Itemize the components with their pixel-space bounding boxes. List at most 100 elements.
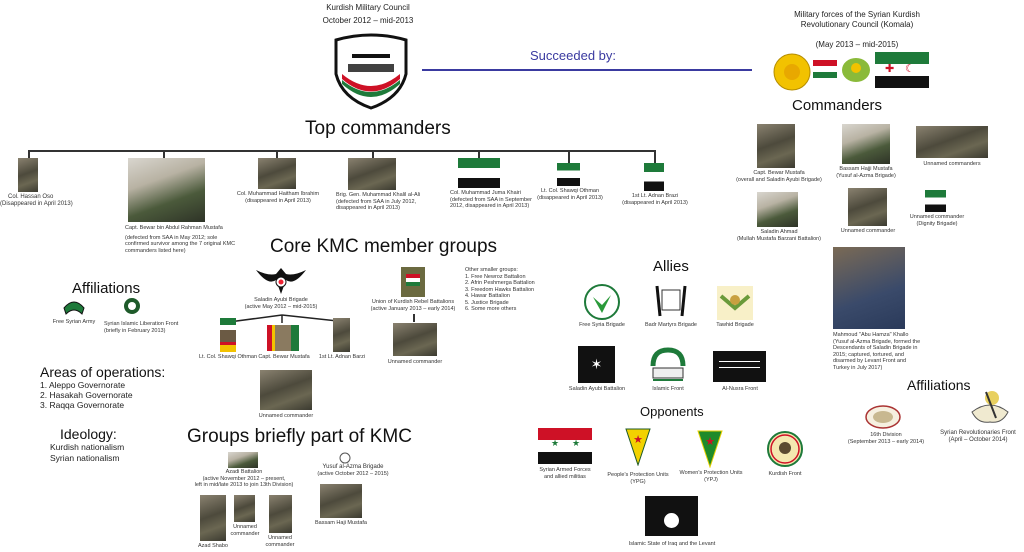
free-syrian-army-logo [63,301,85,315]
other-groups-title: Other smaller groups: [465,267,518,273]
commander-photo [842,124,890,164]
ally-caption: Badr Martyrs Brigade [638,322,704,329]
affiliation-name: Syrian Revolutionaries Front [940,430,1016,436]
syrian-revolutionaries-front-logo [971,391,1009,423]
commander-note: (Disappeared in April 2013) [0,201,73,207]
ideology-heading: Ideology: [60,426,117,442]
unnamed-commander-caption: Unnamed commander [387,359,443,365]
affiliation-caption: Syrian Islamic Liberation Front (briefly… [104,321,192,334]
connector [654,150,656,163]
commander-photo [848,188,887,226]
commander-caption: Unnamed commanders [912,161,992,168]
cross-icon: ✚ [885,63,895,75]
commander-caption: Unnamed commander (Dignity Brigade) [903,214,971,227]
commander-name: Mahmoud "Abu Hamza" Khallo [833,332,909,338]
member-photo [234,495,255,522]
komala-emblem [773,53,811,91]
unnamed-commander-photo [260,370,312,410]
commander-caption: Col. Muhammad Haitham Ibrahim (disappear… [230,191,326,204]
al-nusra-front-logo [713,351,766,382]
commander-name: Brig. Gen. Muhammad Khalil al-Ali [336,192,421,198]
member-caption: Capt. Bewar Mustafa [256,354,312,361]
commander-name: Saladin Ahmad [760,229,798,235]
kmc-emblem [334,33,408,110]
commander-name: Col. Muhammad Juma Khairi [450,190,521,196]
commander-name: Lt. Col. Shawqi Othman [540,188,600,194]
badr-martyrs-brigade-logo [655,285,687,317]
core-groups-heading: Core KMC member groups [270,236,498,257]
member-name: Bassam Haji Mustafa [315,520,367,526]
ypj-logo: ★ [697,430,723,468]
commander-caption: Bassam Hajji Mustafa (Yusuf al-Azma Brig… [828,166,904,179]
succession-line [422,69,752,71]
allies-heading: Allies [653,258,689,275]
top-commanders-heading: Top commanders [305,118,451,139]
union-name: Union of Kurdish Rebel Battalions [371,299,455,305]
connector [413,314,415,322]
opponent-caption: Women's Protection Units (YPJ) [676,470,746,483]
affiliations-right-heading: Affiliations [907,377,971,393]
star-icon: ★ [572,438,581,448]
ally-name: Saladin Ayubi Battalion [568,386,626,392]
other-group-item: 3. Freedom Hawks Battalion [465,286,535,293]
commander-note: (defected from SAA in May 2012; sole con… [125,234,236,254]
opponent-name: Women's Protection Units (YPJ) [679,470,743,483]
union-kurdish-battalions-logo [401,267,425,297]
affiliation-caption: Free Syrian Army [46,319,102,326]
komala-logo-2 [842,58,870,82]
other-group-item: 1. Free Newroz Battalion [465,273,526,280]
opponent-name: Islamic State of Iraq and the Levant [628,541,716,547]
opponents-heading: Opponents [640,404,704,419]
kmc-period: October 2012 – mid-2013 [322,16,414,25]
ypg-logo: ★ [625,428,651,466]
azadi-note: (active November 2012 – present, left in… [194,475,294,489]
commander-caption: 1st Lt. Adnan Brazi (disappeared in Apri… [618,193,692,206]
seal [664,513,679,528]
member-photo [200,495,226,541]
commander-photo [258,158,296,189]
kurdistan-flag-icon [406,274,420,286]
16th-division-logo [865,405,901,429]
opponent-name: Syrian Armed Forces and allied militias [539,467,591,480]
commander-note: (disappeared in April 2013) [622,199,688,206]
commanders-bus-line [28,150,655,152]
ally-caption: Tawhid Brigade [707,322,763,329]
affiliation-note: (briefly in February 2013) [104,327,166,334]
kmc-title: Kurdish Military Council [326,3,410,12]
commander-photo [557,163,580,186]
connector [163,150,165,158]
member-name: Unnamed commander [265,535,295,548]
commander-name: Bassam Hajji Mustafa [839,166,893,172]
opponent-name: Kurdish Front [768,471,802,477]
commander-photo [916,126,988,158]
commander-photo [925,190,946,212]
opponent-caption: People's Protection Units (YPG) [603,472,673,485]
brief-groups-heading: Groups briefly part of KMC [187,426,412,447]
commander-note: (defected from SAA in July 2012, disappe… [336,198,417,212]
commander-name: Capt. Bewar bin Abdul Rahman Mustafa [125,225,223,231]
member-photo [320,484,362,518]
silf-logo [124,298,140,314]
other-group-item: 5. Justice Brigade [465,299,509,306]
ideology-item: Kurdish nationalism [50,442,125,452]
union-note: (active January 2013 – early 2014) [370,305,456,312]
commander-caption: Capt. Bewar Mustafa (overall and Saladin… [734,170,824,183]
other-group-item: 2. Afrin Peshmerga Battalion [465,280,535,286]
affiliation-caption: Syrian Revolutionaries Front (April – Oc… [934,430,1022,444]
yusuf-note: (active October 2012 – 2015) [317,471,389,477]
commander-caption: Lt. Col. Shawqi Othman (disappeared in A… [534,188,606,201]
ally-caption: Saladin Ayubi Battalion [562,386,632,393]
commander-photo [644,163,664,191]
komala-period: (May 2013 – mid-2015) [815,40,899,49]
free-syria-brigade-logo [584,284,620,320]
commander-name: Unnamed commanders [923,161,981,167]
kurdish-front-logo [767,431,803,467]
member-photo [269,495,292,533]
tawhid-brigade-logo [717,286,753,320]
commander-name: Capt. Bewar Mustafa [753,170,805,176]
ally-name: Free Syria Brigade [579,322,625,328]
member-caption: Unnamed commander [225,524,265,537]
affiliation-name: Free Syrian Army [52,319,96,325]
unnamed-commander-photo [393,323,437,356]
commander-name: 1st Lt. Adnan Brazi [631,193,679,199]
